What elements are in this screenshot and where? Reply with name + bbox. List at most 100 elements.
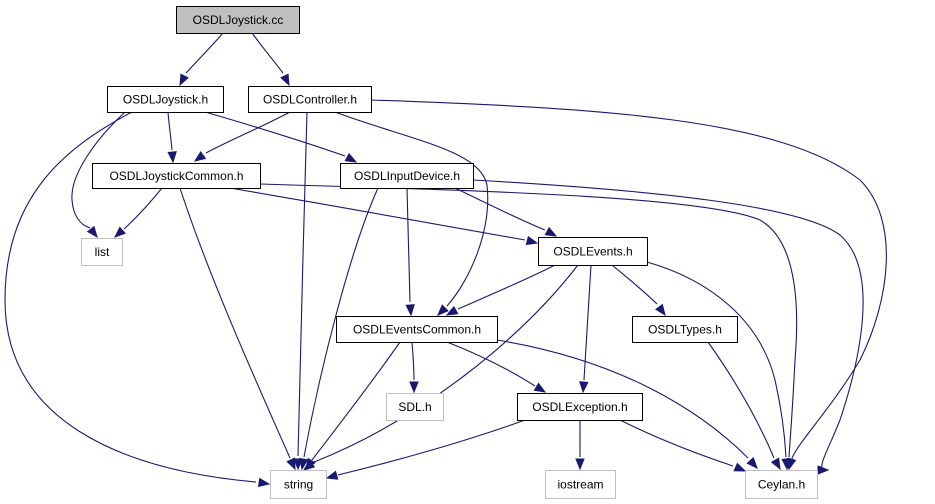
node-osdleventscommon-h[interactable]: OSDLEventsCommon.h bbox=[336, 316, 498, 343]
node-label: list bbox=[95, 245, 110, 259]
edge-line bbox=[297, 111, 308, 457]
edge-n6-n13 bbox=[646, 261, 791, 471]
arrowhead-icon bbox=[525, 235, 539, 246]
arrowhead-icon bbox=[405, 304, 415, 317]
edge-line bbox=[251, 32, 284, 74]
edge-n7-n11 bbox=[305, 341, 401, 471]
node-osdlevents-h[interactable]: OSDLEvents.h bbox=[538, 237, 648, 266]
edge-line bbox=[454, 187, 546, 231]
edge-n10-n13 bbox=[619, 419, 747, 472]
edge-line bbox=[313, 264, 579, 463]
node-label: string bbox=[284, 478, 313, 492]
arrowhead-icon bbox=[167, 151, 177, 164]
arrowhead-icon bbox=[544, 226, 558, 237]
node-label: OSDLJoystick.h bbox=[123, 93, 208, 107]
node-osdlexception-h[interactable]: OSDLException.h bbox=[517, 393, 643, 421]
edge-n7-n10 bbox=[446, 341, 547, 393]
edge-n2-n11 bbox=[293, 111, 308, 471]
edge-layer bbox=[4, 32, 887, 488]
arrowhead-icon bbox=[746, 457, 758, 470]
edge-n3-n5 bbox=[113, 187, 163, 238]
edge-n10-n11 bbox=[325, 419, 526, 480]
edge-line bbox=[123, 187, 163, 230]
node-label: iostream bbox=[557, 478, 603, 492]
node-label: OSDLEventsCommon.h bbox=[353, 323, 481, 337]
edge-line bbox=[229, 187, 526, 241]
edge-n3-n6 bbox=[229, 187, 539, 246]
edge-line bbox=[583, 264, 592, 381]
node-iostream: iostream bbox=[545, 470, 616, 499]
edge-line bbox=[496, 339, 749, 459]
node-box bbox=[81, 238, 123, 266]
node-sdl-h: SDL.h bbox=[386, 393, 444, 421]
edge-line bbox=[446, 341, 536, 387]
arrowhead-icon bbox=[409, 381, 419, 394]
node-osdljoystick-h[interactable]: OSDLJoystick.h bbox=[107, 86, 224, 113]
node-box bbox=[270, 470, 327, 499]
edge-line bbox=[71, 111, 126, 229]
node-osdltypes-h[interactable]: OSDLTypes.h bbox=[632, 316, 738, 343]
edge-line bbox=[204, 111, 346, 157]
edge-n10-n12 bbox=[575, 420, 585, 471]
edge-n7-n9 bbox=[409, 341, 419, 394]
edge-n6-n7 bbox=[445, 264, 556, 316]
edge-line bbox=[619, 419, 734, 467]
node-box bbox=[340, 163, 474, 189]
node-label: OSDLController.h bbox=[263, 93, 357, 107]
arrowhead-icon bbox=[305, 457, 316, 471]
arrowhead-icon bbox=[445, 305, 459, 316]
node-box bbox=[176, 6, 300, 34]
node-osdlinputdevice-h[interactable]: OSDLInputDevice.h bbox=[340, 163, 474, 189]
edge-line bbox=[311, 341, 401, 461]
edge-n2-n3 bbox=[193, 111, 291, 162]
arrowhead-icon bbox=[781, 458, 791, 471]
edge-n4-n6 bbox=[454, 187, 558, 237]
node-osdljoystick-cc: OSDLJoystick.cc bbox=[176, 6, 300, 34]
arrowhead-icon bbox=[575, 458, 585, 471]
arrowhead-icon bbox=[286, 457, 296, 471]
arrowhead-icon bbox=[579, 381, 589, 394]
node-label: OSDLTypes.h bbox=[648, 323, 722, 337]
node-list: list bbox=[81, 238, 123, 266]
arrowhead-icon bbox=[770, 457, 781, 471]
node-osdljoystickcommon-h[interactable]: OSDLJoystickCommon.h bbox=[92, 163, 261, 189]
node-label: Ceylan.h bbox=[758, 478, 805, 492]
arrowhead-icon bbox=[655, 303, 666, 317]
arrowhead-icon bbox=[113, 226, 126, 238]
edge-line bbox=[179, 187, 291, 459]
edge-line bbox=[205, 111, 291, 154]
arrowhead-icon bbox=[299, 457, 309, 471]
arrowhead-icon bbox=[257, 477, 271, 488]
edge-n1-n5 bbox=[71, 111, 126, 239]
edge-n1-n4 bbox=[204, 111, 358, 163]
arrowhead-icon bbox=[179, 73, 189, 87]
edge-line bbox=[185, 32, 224, 74]
edge-line bbox=[411, 341, 415, 381]
node-box bbox=[745, 470, 818, 499]
edge-n4-n7 bbox=[405, 187, 415, 317]
node-ceylan-h: Ceylan.h bbox=[745, 470, 818, 499]
node-box bbox=[517, 393, 643, 421]
edge-line bbox=[167, 111, 173, 151]
node-box bbox=[248, 86, 372, 113]
edge-n6-n11 bbox=[302, 264, 579, 471]
edge-line bbox=[370, 99, 887, 459]
node-label: OSDLEvents.h bbox=[553, 245, 632, 259]
edge-n2-n7 bbox=[334, 111, 489, 316]
node-label: OSDLException.h bbox=[532, 400, 627, 414]
edge-line bbox=[707, 341, 775, 459]
edge-n4-n11 bbox=[299, 187, 379, 471]
edge-line bbox=[472, 179, 864, 471]
edge-n0-n1 bbox=[179, 32, 224, 87]
arrowhead-icon bbox=[437, 304, 449, 316]
node-osdlcontroller-h[interactable]: OSDLController.h bbox=[248, 86, 372, 113]
edge-line bbox=[457, 264, 556, 310]
edge-n6-n10 bbox=[579, 264, 592, 394]
node-box bbox=[538, 237, 648, 266]
node-label: OSDLJoystick.cc bbox=[193, 13, 284, 27]
edge-line bbox=[334, 111, 489, 307]
arrowhead-icon bbox=[86, 225, 98, 239]
edge-line bbox=[611, 264, 658, 305]
